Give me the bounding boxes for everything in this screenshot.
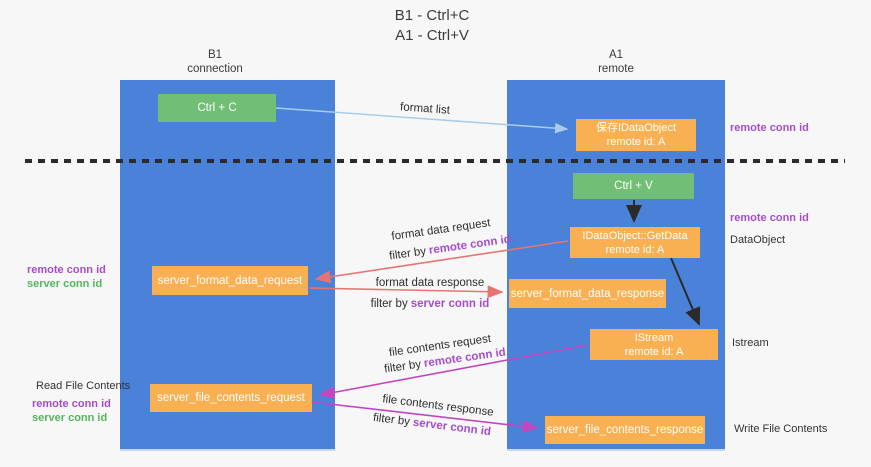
box-istream: IStream remote id: A: [590, 329, 718, 360]
box-server-format-data-response: server_format_data_response: [509, 279, 666, 308]
arrow-file-contents-response: [311, 401, 539, 433]
right-label-remote-conn-id-top: remote conn id: [730, 122, 809, 134]
right-label-write-file-contents: Write File Contents: [734, 423, 828, 435]
right-column-name: A1: [608, 49, 624, 61]
box-istream-line1: IStream: [634, 331, 674, 344]
left-column-header: B1 connection: [120, 49, 310, 76]
box-server-format-data-request: server_format_data_request: [152, 266, 308, 295]
filter-by-text: filter by: [370, 298, 408, 310]
title-line-2: A1 - Ctrl+V: [395, 27, 469, 44]
box-getdata-line2: remote id: A: [605, 243, 665, 256]
left-label-server-conn-id-1: server conn id: [27, 278, 103, 290]
left-label-remote-conn-id-2: remote conn id: [32, 398, 111, 410]
left-label-remote-conn-id-1: remote conn id: [27, 264, 106, 276]
left-label-read-file-contents: Read File Contents: [36, 380, 131, 392]
label-format-data-response: format data response: [375, 277, 485, 289]
arrow-format-list: [275, 107, 569, 134]
arrow-format-data-response: [308, 285, 504, 299]
box-ctrl-v: Ctrl + V: [573, 173, 694, 199]
left-column-name: B1: [207, 49, 223, 61]
box-idataobject-getdata: IDataObject::GetData remote id: A: [570, 227, 700, 258]
box-server-format-data-request-label: server_format_data_request: [157, 274, 303, 287]
left-label-server-conn-id-2: server conn id: [32, 412, 108, 424]
box-save-idataobject-line2: remote id: A: [606, 136, 666, 148]
box-server-file-contents-request: server_file_contents_request: [150, 384, 312, 412]
arrow-getdata-to-istream: [670, 257, 701, 326]
box-server-file-contents-request-label: server_file_contents_request: [157, 392, 305, 404]
right-label-remote-conn-id-mid: remote conn id: [730, 212, 809, 224]
box-ctrl-v-label: Ctrl + V: [614, 180, 653, 192]
box-server-file-contents-response-label: server_file_contents_response: [546, 424, 704, 436]
box-getdata-line1: IDataObject::GetData: [582, 229, 688, 242]
server-conn-id-text: server conn id: [410, 298, 490, 310]
arrow-format-data-request: [314, 240, 569, 284]
box-ctrl-c-label: Ctrl + C: [197, 102, 237, 114]
box-server-file-contents-response: server_file_contents_response: [545, 416, 705, 444]
right-column-header: A1 remote: [507, 49, 725, 76]
box-istream-line2: remote id: A: [624, 345, 684, 358]
page-title: B1 - Ctrl+C A1 - Ctrl+V: [292, 6, 572, 46]
box-ctrl-c: Ctrl + C: [158, 94, 276, 122]
dashed-separator-line: [25, 159, 845, 163]
title-line-1: B1 - Ctrl+C: [394, 7, 470, 24]
arrow-file-contents-request: [318, 344, 589, 399]
box-save-idataobject-line1: 保存IDataObject: [595, 122, 677, 134]
box-server-format-data-response-label: server_format_data_response: [510, 287, 665, 300]
right-label-istream: Istream: [732, 337, 769, 349]
right-column-subtitle: remote: [598, 62, 634, 75]
left-column-subtitle: connection: [187, 62, 243, 75]
right-label-dataobject: DataObject: [730, 234, 786, 246]
box-save-idataobject: 保存IDataObject remote id: A: [576, 119, 696, 151]
